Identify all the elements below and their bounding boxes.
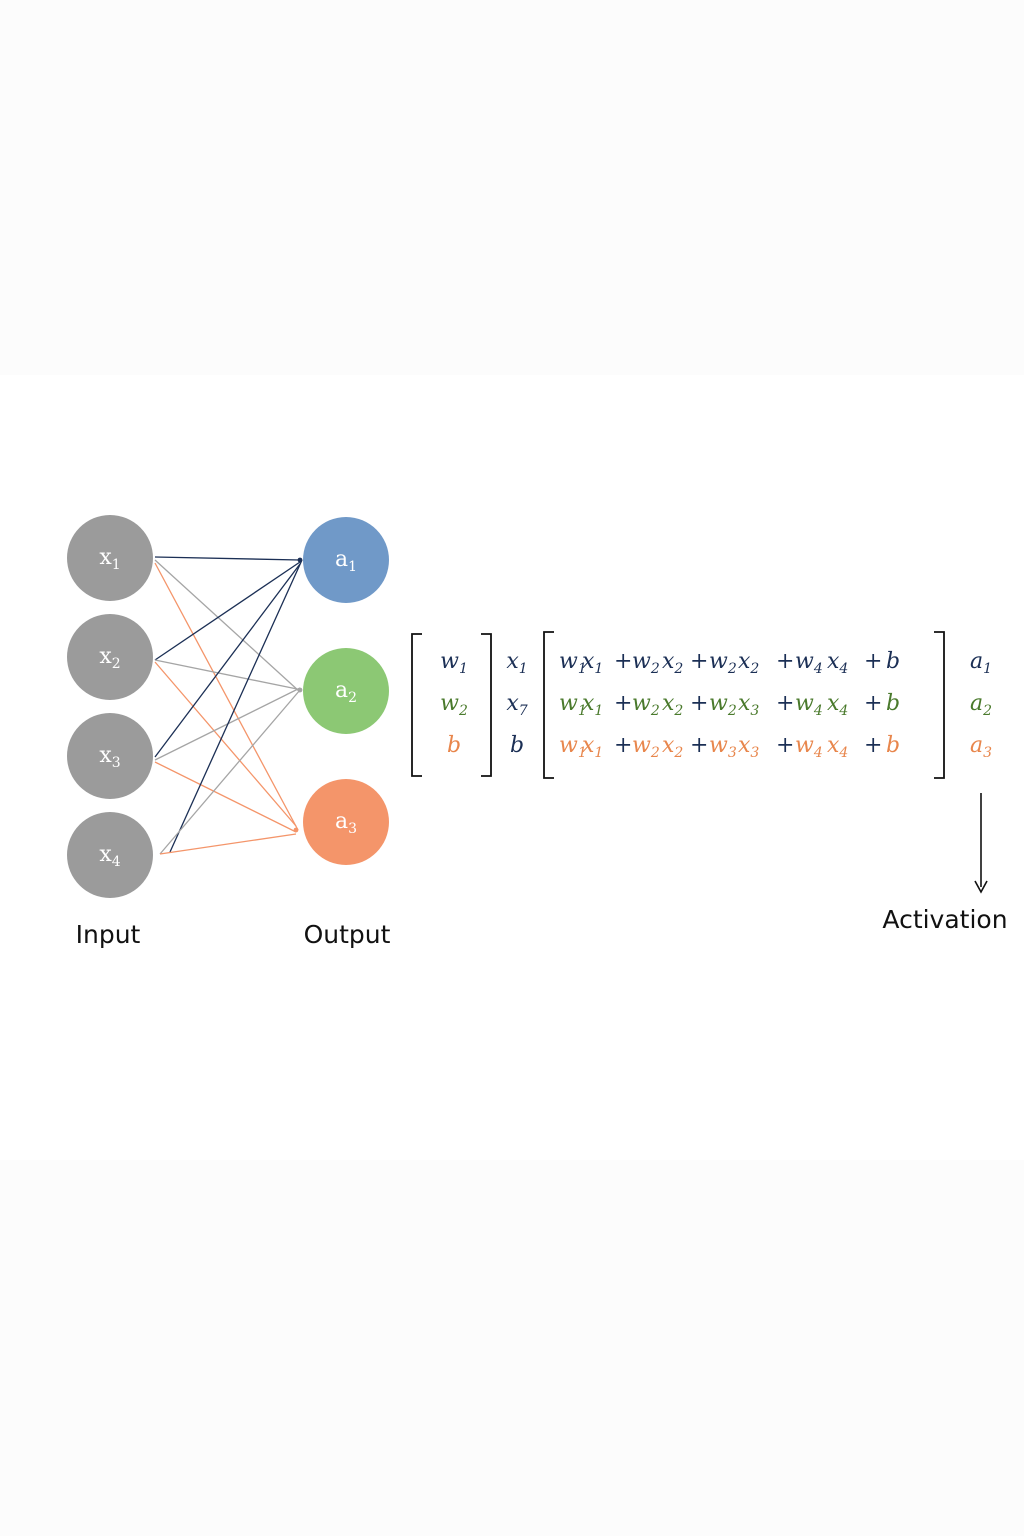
- edge-7: [154, 563, 301, 758]
- edge-1: [154, 556, 301, 561]
- w-term: w1: [559, 649, 587, 677]
- w-term: w4: [795, 649, 823, 677]
- weight-entry-2: w2: [440, 691, 468, 719]
- weights-left-bracket: [411, 633, 422, 777]
- input-node-x4: [67, 812, 153, 898]
- figure-background: [0, 375, 1024, 1160]
- bias-term: b: [886, 649, 900, 674]
- edge-2: [154, 559, 301, 693]
- input-node-x2: [67, 614, 153, 700]
- edge-3: [154, 562, 299, 831]
- plus-sign: +: [614, 733, 632, 758]
- plus-sign: +: [690, 733, 708, 758]
- output-node-a1: [303, 517, 389, 603]
- output-node-label-a2: a2: [335, 678, 357, 706]
- x-term: x2: [662, 649, 683, 677]
- w-term: w4: [795, 691, 823, 719]
- plus-sign: +: [614, 649, 632, 674]
- network-nodes: x1 x2 x3 x4 a1 a2 a3: [67, 515, 389, 898]
- output-caption: Output: [304, 920, 391, 949]
- x-term: x2: [662, 691, 683, 719]
- weight-entry-1: w1: [440, 649, 468, 677]
- x-term: x3: [738, 733, 759, 761]
- plus-sign: +: [864, 733, 882, 758]
- activation-a2: a2: [970, 691, 992, 719]
- weights-right-bracket: [481, 633, 492, 777]
- bias-term: b: [886, 691, 900, 716]
- input-caption: Input: [76, 920, 141, 949]
- bottom-background-band: [0, 1160, 1024, 1536]
- x-term: x4: [827, 649, 848, 677]
- plus-sign: +: [776, 691, 794, 716]
- plus-sign: +: [864, 649, 882, 674]
- x-term: x3: [738, 691, 759, 719]
- activation-a3: a3: [970, 733, 992, 761]
- bias-term: b: [886, 733, 900, 758]
- x-term: x4: [827, 733, 848, 761]
- plus-sign: +: [690, 691, 708, 716]
- output-node-a2: [303, 648, 389, 734]
- x-term: x2: [662, 733, 683, 761]
- x-term: x1: [582, 649, 603, 677]
- w-term: w4: [795, 733, 823, 761]
- plus-sign: +: [614, 691, 632, 716]
- w-term: w2: [632, 733, 660, 761]
- activation-caption: Activation: [882, 905, 1007, 934]
- edge-11: [159, 689, 301, 855]
- edge-5: [154, 659, 303, 691]
- edge-9: [154, 761, 297, 833]
- w-term: w2: [709, 691, 737, 719]
- plus-sign: +: [776, 733, 794, 758]
- input-node-label-x2: x2: [99, 644, 120, 672]
- input-node-label-x4: x4: [99, 842, 120, 870]
- output-node-label-a1: a1: [335, 547, 357, 575]
- input-node-x3: [67, 713, 153, 799]
- edge-arrowhead-3: [293, 827, 299, 833]
- x-entry-2: x7: [506, 691, 527, 719]
- w-term: w2: [709, 649, 737, 677]
- weight-entry-3: b: [447, 733, 461, 758]
- w-term: w2: [632, 691, 660, 719]
- edge-arrowhead-1: [297, 557, 303, 563]
- connection-edges: [154, 556, 303, 855]
- input-node-x1: [67, 515, 153, 601]
- edge-4: [154, 561, 301, 661]
- plus-sign: +: [776, 649, 794, 674]
- edge-12: [159, 833, 297, 855]
- sum-left-bracket: [543, 631, 554, 779]
- sum-right-bracket: [934, 631, 945, 779]
- plus-sign: +: [864, 691, 882, 716]
- x-entry-1: x1: [506, 649, 527, 677]
- output-node-a3: [303, 779, 389, 865]
- output-node-label-a3: a3: [335, 809, 357, 837]
- w-term: w2: [632, 649, 660, 677]
- activation-a1: a1: [970, 649, 992, 677]
- w-term: w3: [709, 733, 737, 761]
- w-term: w1: [559, 691, 587, 719]
- w-term: w1: [559, 733, 587, 761]
- x-term: x1: [582, 691, 603, 719]
- top-background-band: [0, 0, 1024, 375]
- x-term: x2: [738, 649, 759, 677]
- x-term: x1: [582, 733, 603, 761]
- input-node-label-x3: x3: [99, 743, 120, 771]
- activation-arrow: [974, 793, 988, 894]
- x-term: x4: [827, 691, 848, 719]
- edge-10: [169, 559, 303, 853]
- edge-arrowhead-2: [297, 687, 303, 693]
- plus-sign: +: [690, 649, 708, 674]
- input-node-label-x1: x1: [99, 545, 120, 573]
- x-entry-3: b: [510, 733, 524, 758]
- edge-6: [154, 661, 297, 827]
